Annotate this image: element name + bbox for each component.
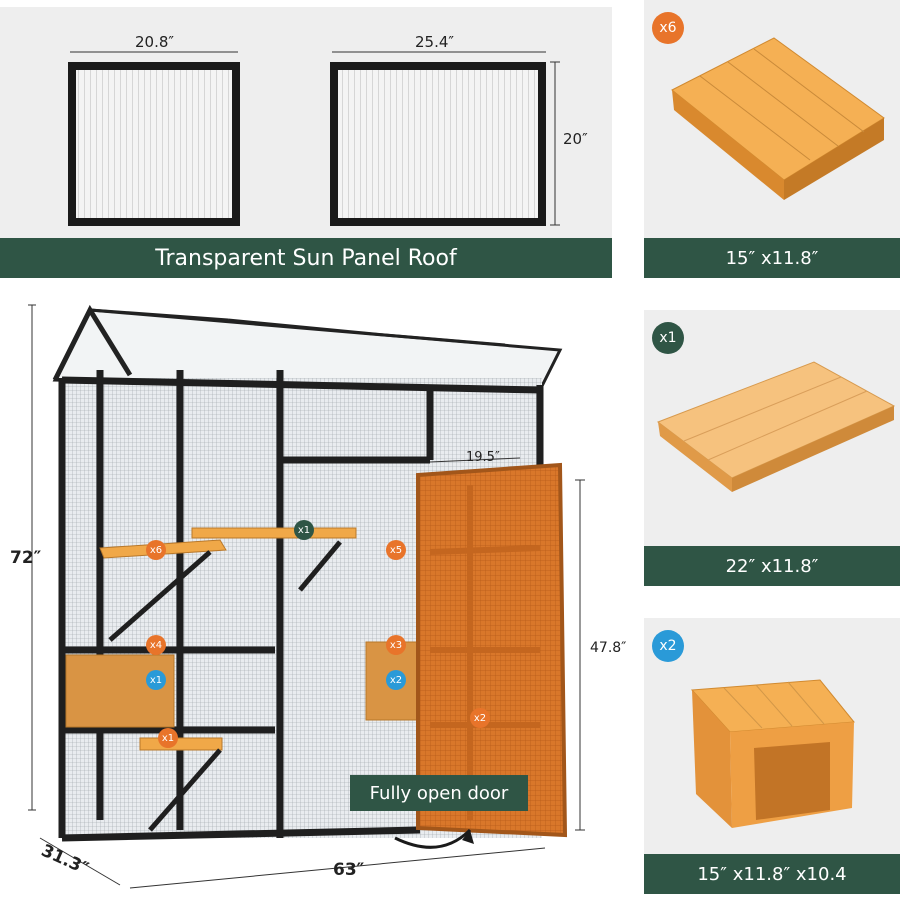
marker-x5: x5 xyxy=(386,540,406,560)
roof-panels-illustration xyxy=(68,51,560,226)
door-width-label: 19.5″ xyxy=(466,450,500,465)
left-panel-width-label: 20.8″ xyxy=(135,33,175,51)
marker-x3: x3 xyxy=(386,635,406,655)
marker-x1-top: x1 xyxy=(294,520,314,540)
door-height-label: 47.8″ xyxy=(590,640,627,656)
cage-width-label: 63″ xyxy=(333,860,365,880)
panel-height-label: 20″ xyxy=(563,130,588,148)
right-roof-panel xyxy=(330,62,546,226)
part-1-size: 15″ x11.8″ xyxy=(725,247,819,269)
part-1-badge: x6 xyxy=(652,12,684,44)
marker-x1-left: x1 xyxy=(146,670,166,690)
marker-x4: x4 xyxy=(146,635,166,655)
roof-banner-text: Transparent Sun Panel Roof xyxy=(155,245,457,271)
marker-x2-orange: x2 xyxy=(470,708,490,728)
right-panel-width-label: 25.4″ xyxy=(415,33,455,51)
rect-platform-illustration xyxy=(656,361,896,492)
cat-cage-illustration xyxy=(28,304,585,889)
square-platform-illustration xyxy=(671,37,885,200)
part-3-badge: x2 xyxy=(652,630,684,662)
part-2-size-banner: 22″ x11.8″ xyxy=(644,546,900,586)
marker-x2-blue: x2 xyxy=(386,670,406,690)
marker-x1-bottom: x1 xyxy=(158,728,178,748)
left-roof-panel xyxy=(68,62,240,226)
cage-height-label: 72″ xyxy=(10,548,42,568)
part-2-size: 22″ x11.8″ xyxy=(725,555,819,577)
cube-house-illustration xyxy=(690,679,855,828)
door-callout-text: Fully open door xyxy=(369,782,509,804)
roof-banner: Transparent Sun Panel Roof xyxy=(0,238,612,278)
part-3-size-banner: 15″ x11.8″ x10.4 xyxy=(644,854,900,894)
marker-x6: x6 xyxy=(146,540,166,560)
part-3-size: 15″ x11.8″ x10.4 xyxy=(697,863,847,885)
door-callout: Fully open door xyxy=(350,775,528,811)
part-2-badge: x1 xyxy=(652,322,684,354)
part-1-size-banner: 15″ x11.8″ xyxy=(644,238,900,278)
